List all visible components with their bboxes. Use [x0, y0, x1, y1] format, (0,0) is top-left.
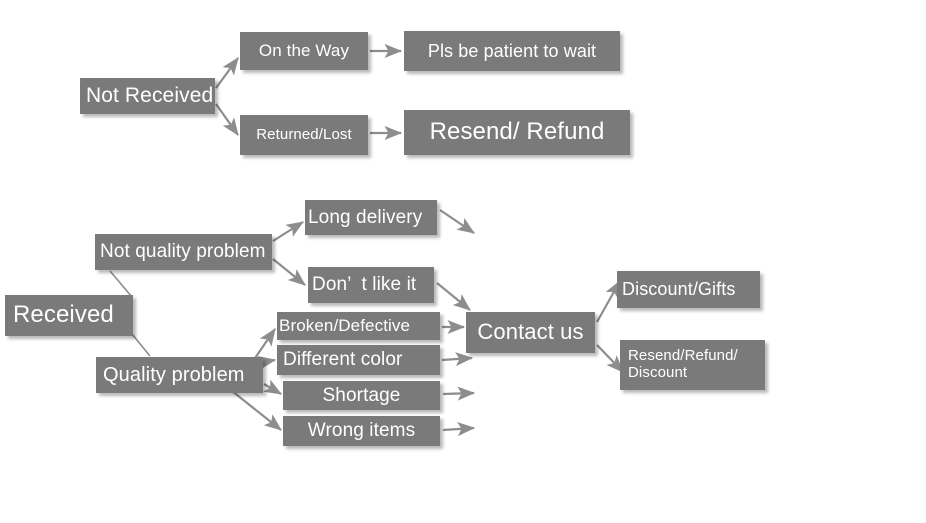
node-long-delivery[interactable]: Long delivery [305, 200, 437, 235]
node-different-color[interactable]: Different color [277, 345, 440, 375]
node-wrong-items[interactable]: Wrong items [283, 416, 440, 446]
connector-received-to-quality-problem [131, 333, 151, 357]
node-label-not-received: Not Received [86, 84, 214, 108]
connector-not-received-to-returned-lost [215, 103, 239, 136]
node-label-dont-like-it: Don’ t like it [312, 274, 417, 296]
node-label-resend-refund-discount: Resend/Refund/ Discount [628, 347, 738, 381]
node-quality-problem[interactable]: Quality problem [96, 357, 263, 393]
node-label-broken-defective: Broken/Defective [279, 316, 411, 336]
node-not-quality-problem[interactable]: Not quality problem [95, 234, 272, 270]
node-label-contact-us: Contact us [477, 319, 584, 345]
connector-received-to-not-quality-problem [109, 270, 133, 298]
node-label-pls-be-patient: Pls be patient to wait [427, 40, 597, 61]
connector-quality-to-wrong-items [231, 390, 282, 431]
node-label-not-quality-problem: Not quality problem [100, 241, 266, 263]
node-received[interactable]: Received [5, 295, 133, 336]
node-discount-gifts[interactable]: Discount/Gifts [617, 271, 760, 308]
node-resend-refund[interactable]: Resend/ Refund [404, 110, 630, 155]
node-label-discount-gifts: Discount/Gifts [622, 279, 736, 300]
node-shortage[interactable]: Shortage [283, 381, 440, 410]
node-not-received[interactable]: Not Received [80, 78, 215, 114]
connector-dont-like-it-to-contact-us [436, 282, 471, 311]
node-pls-be-patient[interactable]: Pls be patient to wait [404, 31, 620, 71]
node-resend-refund-discount[interactable]: Resend/Refund/ Discount [620, 340, 765, 390]
node-on-the-way[interactable]: On the Way [240, 32, 368, 70]
node-returned-lost[interactable]: Returned/Lost [240, 115, 368, 155]
connector-long-delivery-to-contact-us [439, 209, 475, 234]
connector-not-quality-to-long-delivery [272, 221, 304, 242]
connector-quality-to-different-color [257, 356, 277, 370]
connector-quality-to-shortage [263, 379, 282, 395]
node-label-wrong-items: Wrong items [307, 420, 416, 442]
node-dont-like-it[interactable]: Don’ t like it [308, 267, 434, 303]
node-label-on-the-way: On the Way [258, 41, 350, 61]
connector-not-received-to-on-the-way [215, 57, 239, 89]
node-label-long-delivery: Long delivery [308, 206, 423, 228]
node-label-quality-problem: Quality problem [103, 363, 245, 386]
node-label-returned-lost: Returned/Lost [256, 125, 352, 143]
node-label-shortage: Shortage [322, 384, 401, 406]
node-broken-defective[interactable]: Broken/Defective [277, 312, 440, 340]
connector-not-quality-to-dont-like-it [272, 258, 306, 286]
node-label-received: Received [13, 301, 114, 329]
node-label-different-color: Different color [283, 349, 403, 371]
connector-wrong-items-to-contact-us [442, 422, 476, 437]
connector-different-color-to-contact-us [441, 352, 474, 367]
node-label-resend-refund: Resend/ Refund [429, 118, 605, 146]
node-contact-us[interactable]: Contact us [466, 312, 595, 353]
connector-shortage-to-contact-us [442, 386, 476, 401]
